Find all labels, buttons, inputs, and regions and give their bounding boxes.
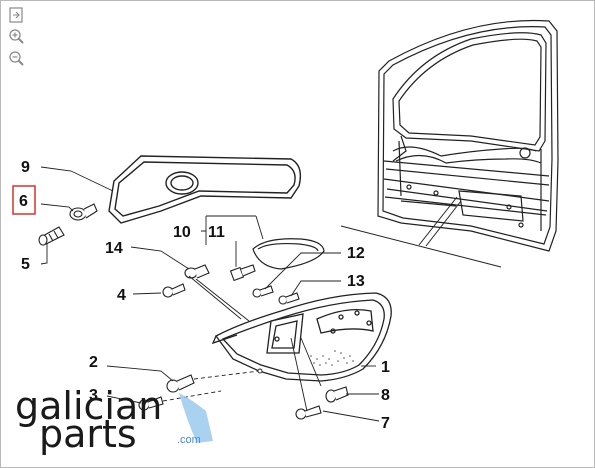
callout-6-highlight [12, 185, 36, 215]
galicianparts-watermark: galician parts .com [15, 384, 213, 456]
part-8-bush [325, 386, 349, 403]
logo-line1: galician [15, 384, 162, 428]
callout-8[interactable]: 8 [381, 387, 390, 404]
part-3-screw [138, 396, 164, 411]
callouts: 9 6 5 14 4 10 11 12 13 1 2 3 8 7 [12, 159, 390, 432]
part-6-bush [69, 203, 98, 221]
part-1-armrest [211, 292, 392, 382]
callout-2[interactable]: 2 [89, 354, 98, 371]
callout-1[interactable]: 1 [381, 359, 390, 376]
callout-3[interactable]: 3 [89, 387, 98, 404]
part-14-pin [184, 264, 210, 279]
logo-suffix: .com [177, 434, 201, 446]
callout-14[interactable]: 14 [105, 240, 123, 257]
callout-5[interactable]: 5 [21, 256, 30, 273]
callout-12[interactable]: 12 [347, 245, 365, 262]
part-4-screw [162, 283, 186, 298]
callout-9[interactable]: 9 [21, 159, 30, 176]
logo-accent-shape [179, 393, 213, 443]
part-11-screw [229, 264, 256, 282]
zoom-in-icon[interactable] [7, 28, 25, 46]
part-10-cap [252, 238, 325, 270]
door-frame [377, 19, 559, 252]
part-12-screw [252, 285, 274, 298]
fit-page-icon[interactable] [7, 6, 25, 24]
part-13-screw [278, 292, 300, 305]
callout-6[interactable]: 6 [19, 193, 28, 210]
armrest-texture [310, 350, 354, 366]
callout-7[interactable]: 7 [381, 415, 390, 432]
door-leaders [340, 196, 502, 268]
part-2-clip [166, 374, 195, 393]
callout-4[interactable]: 4 [117, 287, 126, 304]
callout-11[interactable]: 11 [208, 224, 225, 241]
zoom-out-icon[interactable] [7, 50, 25, 68]
leader-lines [40, 166, 380, 422]
viewer-toolbar [7, 6, 27, 72]
part-7-screw [295, 405, 322, 420]
part-5-clip [38, 226, 65, 246]
logo-line2: parts [39, 412, 137, 456]
callout-10[interactable]: 10 [173, 224, 191, 241]
part-9-trim-cover [108, 155, 302, 224]
callout-13[interactable]: 13 [347, 273, 365, 290]
